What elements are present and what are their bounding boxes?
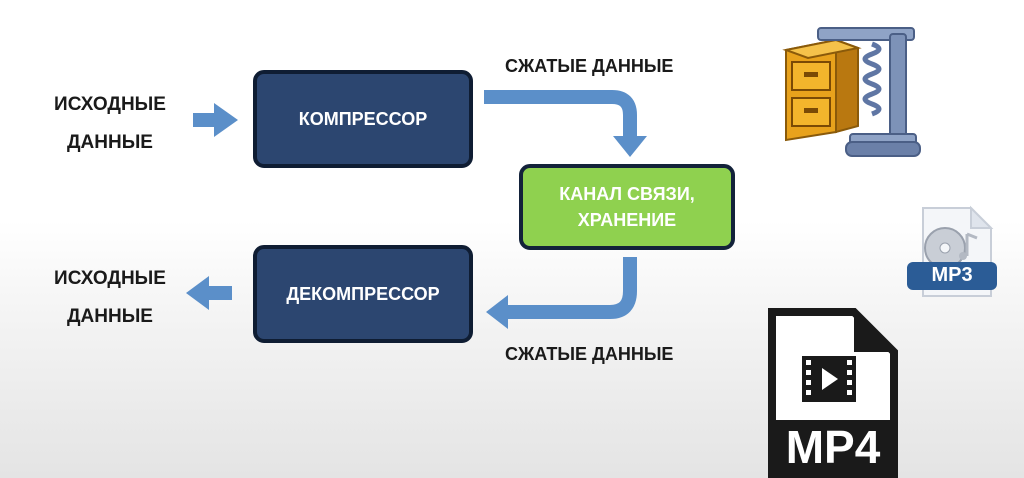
compressed-flow-arrow-bottom [486, 257, 630, 329]
compressor-label: КОМПРЕССОР [299, 109, 428, 130]
channel-line2: ХРАНЕНИЕ [559, 207, 695, 233]
decompressor-box: ДЕКОМПРЕССОР [253, 245, 473, 343]
mp3-file-icon [903, 204, 1003, 304]
input-arrow [193, 103, 238, 137]
compressed-data-caption-bottom: СЖАТЫЕ ДАННЫЕ [505, 344, 673, 365]
channel-storage-box: КАНАЛ СВЯЗИ, ХРАНЕНИЕ [519, 164, 735, 250]
output-arrow [186, 276, 232, 310]
mp3-badge-label: MP3 [907, 264, 997, 287]
winzip-archive-icon [778, 22, 928, 162]
film-play-icon [802, 356, 856, 402]
mp4-badge-label: MP4 [768, 421, 898, 473]
channel-line1: КАНАЛ СВЯЗИ, [559, 181, 695, 207]
compressor-box: КОМПРЕССОР [253, 70, 473, 168]
decompressor-label: ДЕКОМПРЕССОР [286, 284, 439, 305]
compressed-data-caption-top: СЖАТЫЕ ДАННЫЕ [505, 56, 673, 77]
compressed-flow-arrow-top [484, 97, 647, 157]
